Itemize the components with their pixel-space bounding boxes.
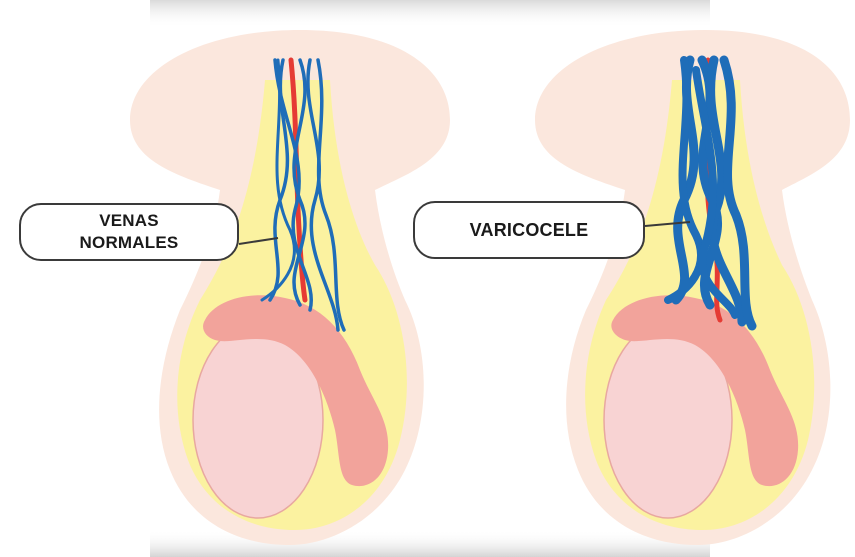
normal-scrotum-figure [130, 30, 450, 545]
label-varicocele: VARICOCELE [413, 201, 645, 259]
top-shadow [150, 0, 710, 28]
label-normal-line2: NORMALES [80, 232, 179, 254]
label-varicocele-text: VARICOCELE [470, 219, 589, 241]
varicocele-scrotum-figure [535, 30, 850, 545]
label-normal-line1: VENAS [99, 210, 159, 232]
label-normal-veins: VENAS NORMALES [19, 203, 239, 261]
